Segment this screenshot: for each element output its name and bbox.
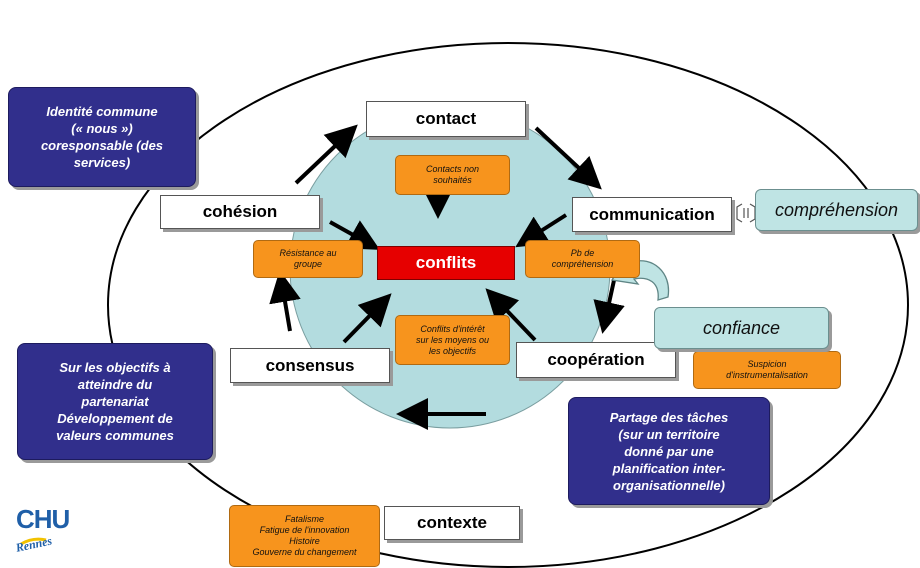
- outcome-confiance-label: confiance: [702, 317, 781, 338]
- node-contact: contact: [366, 101, 526, 137]
- arrow-cooperation-to-conflits: [485, 288, 537, 342]
- note-identite-text: Identité commune (« nous ») coresponsabl…: [40, 104, 164, 170]
- issue-contexte-factors-text: Fatalisme Fatigue de l'innovation Histoi…: [252, 514, 357, 557]
- logo-swoosh: [20, 537, 47, 546]
- node-contexte: contexte: [384, 506, 520, 540]
- arrow-cohesion-to-conflits: [329, 220, 380, 250]
- issue-contacts-non-souhaites: Contacts non souhaités: [395, 155, 510, 195]
- node-conflits-label: conflits: [415, 253, 477, 272]
- node-cooperation-label: coopération: [547, 350, 645, 369]
- note-objectifs-text: Sur les objectifs à atteindre du partena…: [56, 360, 174, 443]
- outcome-confiance: confiance: [654, 307, 829, 349]
- outer-ellipse: [107, 42, 909, 568]
- note-identite: Identité commune (« nous ») coresponsabl…: [8, 87, 196, 187]
- note-objectifs: Sur les objectifs à atteindre du partena…: [17, 343, 213, 460]
- node-cooperation: coopération: [516, 342, 676, 378]
- node-cohesion: cohésion: [160, 195, 320, 229]
- node-cohesion-label: cohésion: [202, 202, 278, 221]
- outcome-comprehension-label: compréhension: [774, 199, 899, 220]
- outcome-comprehension: compréhension: [755, 189, 918, 231]
- node-contexte-label: contexte: [417, 513, 487, 532]
- logo-rennes-text: Rennes: [14, 533, 54, 555]
- node-communication: communication: [572, 197, 732, 232]
- issue-suspicion: Suspicion d'instrumentalisation: [693, 351, 841, 389]
- arrow-cohesion-to-contact: [294, 124, 358, 185]
- arrow-consensus-to-cohesion: [269, 270, 301, 332]
- issue-suspicion-text: Suspicion d'instrumentalisation: [726, 359, 808, 380]
- issue-resistance-groupe-text: Résistance au groupe: [279, 248, 337, 269]
- issue-pb-comprehension: Pb de compréhension: [525, 240, 640, 278]
- arrow-communication-to-conflits: [515, 213, 568, 248]
- logo-chu-text: CHU: [16, 504, 70, 534]
- issue-pb-comprehension-text: Pb de compréhension: [551, 248, 614, 269]
- node-consensus: consensus: [230, 348, 390, 383]
- chu-rennes-logo: CHU Rennes: [14, 504, 70, 563]
- issue-resistance-groupe: Résistance au groupe: [253, 240, 363, 278]
- node-contact-label: contact: [415, 109, 477, 128]
- arrow-contact-to-communication: [534, 126, 602, 190]
- node-communication-label: communication: [589, 204, 715, 224]
- issue-contexte-factors: Fatalisme Fatigue de l'innovation Histoi…: [229, 505, 380, 567]
- issue-conflits-interet: Conflits d'intérêt sur les moyens ou les…: [395, 315, 510, 365]
- note-partage-text: Partage des tâches (sur un territoire do…: [609, 409, 729, 493]
- issue-conflits-interet-text: Conflits d'intérêt sur les moyens ou les…: [415, 323, 490, 356]
- issue-contacts-non-souhaites-text: Contacts non souhaités: [425, 164, 480, 185]
- note-partage: Partage des tâches (sur un territoire do…: [568, 397, 770, 505]
- node-consensus-label: consensus: [265, 355, 355, 375]
- arrow-consensus-to-conflits: [342, 293, 392, 344]
- node-conflits: conflits: [377, 246, 515, 280]
- link-communication-comprehension: [736, 203, 756, 223]
